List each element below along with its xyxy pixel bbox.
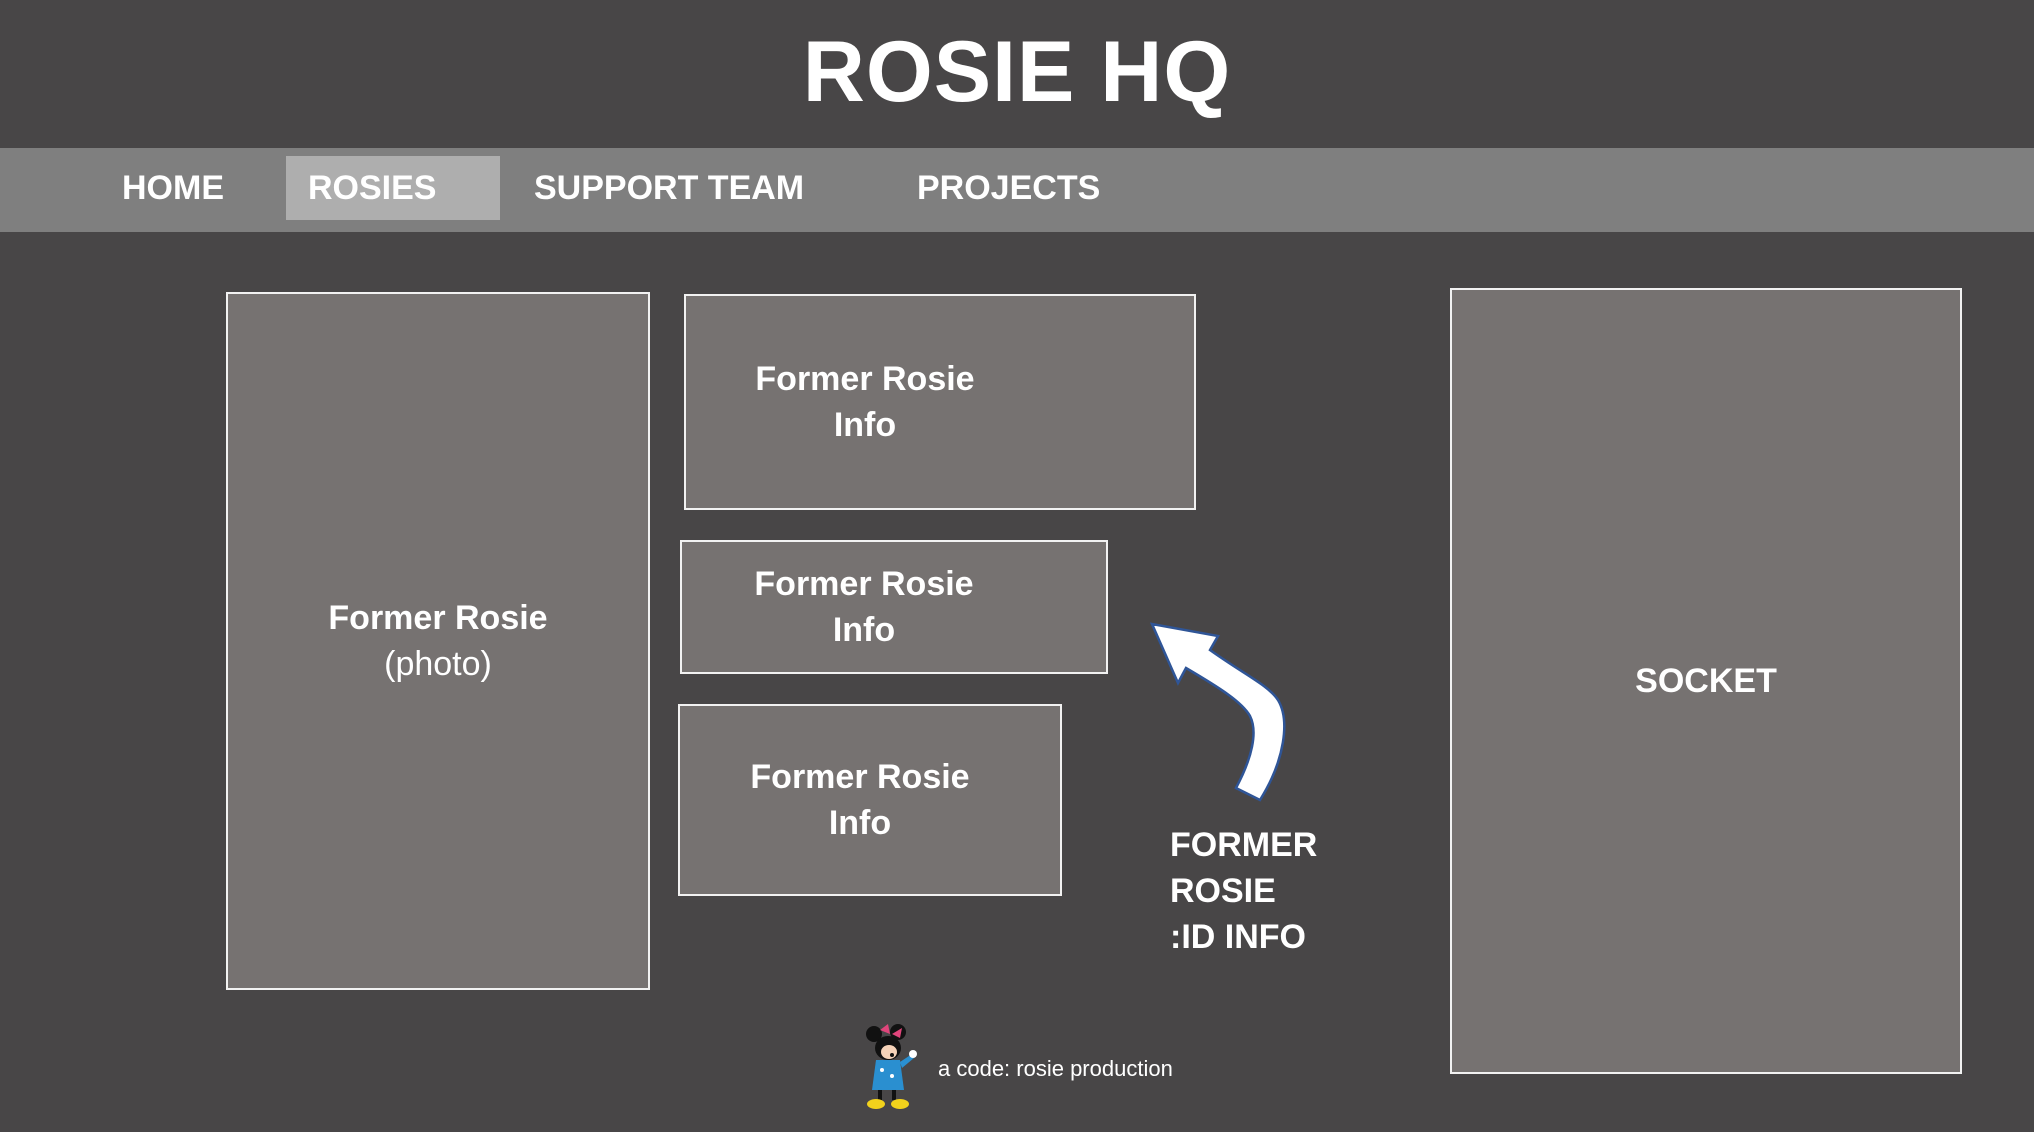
minnie-mouse-icon	[866, 1024, 917, 1109]
nav-projects[interactable]: PROJECTS	[917, 169, 1101, 207]
socket-label: SOCKET	[1635, 662, 1777, 700]
info-card-subtitle: Info	[828, 804, 892, 842]
nav-bar: HOME ROSIES SUPPORT TEAM PROJECTS	[0, 148, 2034, 232]
photo-card-subtitle: (photo)	[384, 645, 492, 683]
info-card-title: Former Rosie	[754, 565, 974, 603]
info-card[interactable]: Former Rosie Info	[680, 540, 1108, 674]
info-card-subtitle: Info	[833, 406, 897, 444]
nav-support-team[interactable]: SUPPORT TEAM	[534, 169, 805, 207]
info-card[interactable]: Former Rosie Info	[678, 704, 1062, 896]
page-title: ROSIE HQ	[802, 24, 1232, 120]
socket-panel[interactable]: SOCKET	[1450, 288, 1962, 1074]
info-card-title: Former Rosie	[755, 360, 975, 398]
footer-credit: a code: rosie production	[938, 1056, 1173, 1081]
photo-card[interactable]: Former Rosie (photo)	[226, 292, 650, 990]
photo-card-title: Former Rosie	[328, 599, 548, 637]
info-card[interactable]: Former Rosie Info	[684, 294, 1196, 510]
nav-home[interactable]: HOME	[122, 169, 224, 207]
annotation-label: FORMER ROSIE :ID INFO	[1170, 826, 1318, 956]
nav-rosies[interactable]: ROSIES	[286, 156, 500, 220]
info-card-title: Former Rosie	[750, 758, 970, 796]
curved-arrow-icon	[1149, 622, 1286, 802]
info-card-subtitle: Info	[832, 611, 896, 649]
